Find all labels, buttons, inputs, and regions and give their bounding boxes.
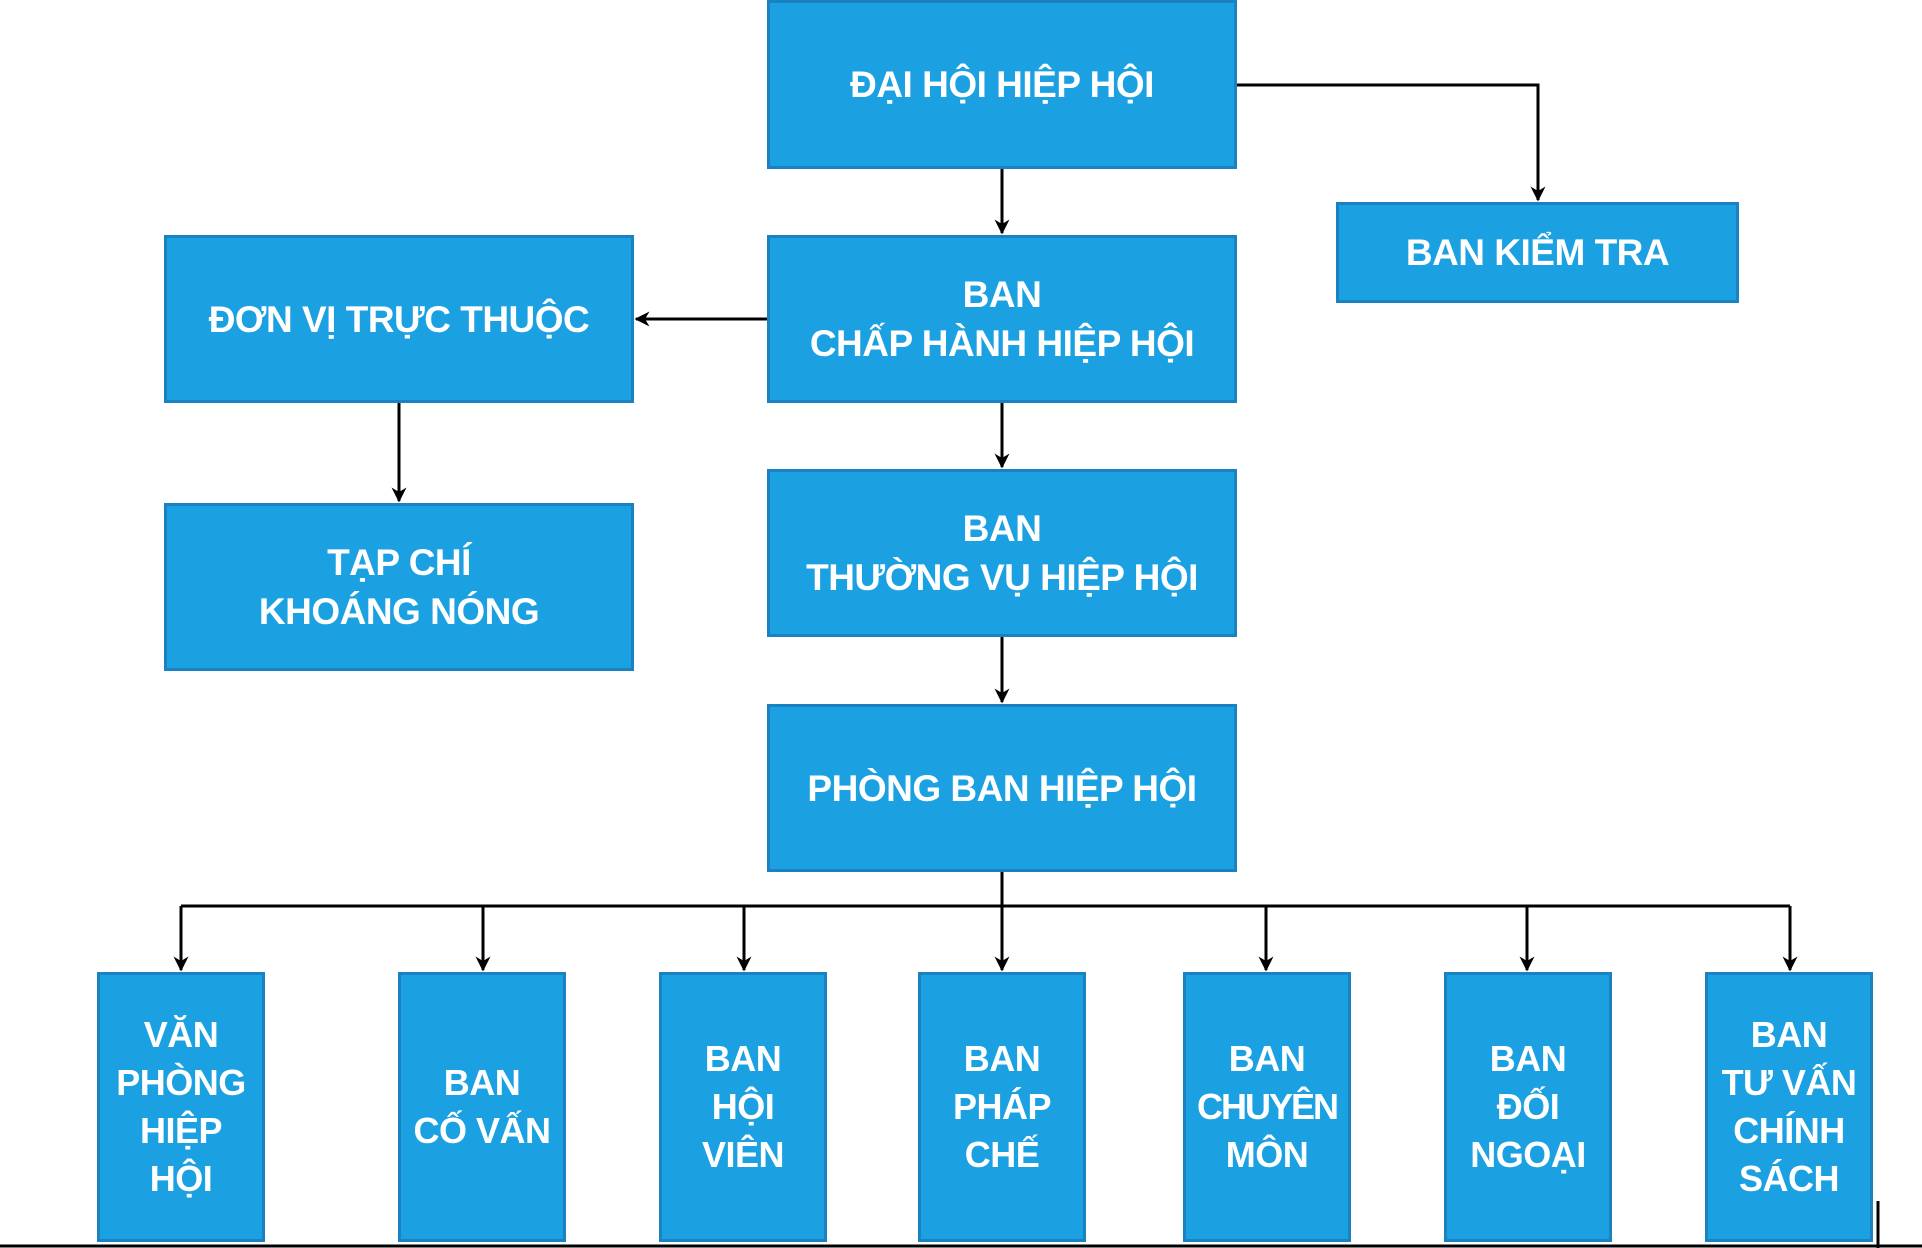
node-phong-ban: PHÒNG BAN HIỆP HỘI [767,704,1237,872]
node-label: VĂN [143,1014,219,1055]
node-label: HIỆP [139,1110,223,1151]
node-label: HỘI [711,1086,775,1127]
node-ban-doi-ngoai: BAN ĐỐI NGOẠI [1444,972,1612,1242]
node-don-vi-truc-thuoc: ĐƠN VỊ TRỰC THUỘC [164,235,634,403]
node-label: ĐỐI [1496,1086,1560,1127]
node-tap-chi: TẠP CHÍ KHOÁNG NÓNG [164,503,634,671]
node-label: BAN [443,1062,521,1103]
node-label: KHOÁNG NÓNG [258,591,540,632]
node-ban-chuyen-mon: BAN CHUYÊN MÔN [1183,972,1351,1242]
node-label: SÁCH [1738,1158,1840,1199]
node-label: BAN KIỂM TRA [1405,232,1670,273]
node-label: HỘI [149,1158,213,1199]
node-label: CỐ VẤN [413,1110,551,1151]
node-label: BAN [962,274,1042,315]
node-ban-tu-van-chinh-sach: BAN TƯ VẤN CHÍNH SÁCH [1705,972,1873,1242]
node-label: BAN [1228,1038,1306,1079]
node-label: PHÒNG [116,1062,246,1103]
node-label: BAN [704,1038,782,1079]
node-label: BAN [1750,1014,1828,1055]
node-label: ĐẠI HỘI HIỆP HỘI [850,64,1154,105]
node-label: PHÁP [952,1086,1052,1127]
node-label: NGOẠI [1470,1134,1586,1175]
node-label: CHUYÊN [1196,1086,1339,1127]
page-edge-line [0,1201,1922,1248]
node-label: TƯ VẤN [1721,1062,1857,1103]
node-label: VIÊN [701,1134,785,1175]
node-label: BAN [962,508,1042,549]
node-label: TẠP CHÍ [327,542,471,583]
node-ban-kiem-tra: BAN KIỂM TRA [1336,202,1739,303]
node-label: CHÍNH [1733,1110,1845,1151]
node-ban-chap-hanh: BAN CHẤP HÀNH HIỆP HỘI [767,235,1237,403]
node-label: CHẾ [964,1134,1040,1175]
node-label: BAN [1489,1038,1567,1079]
node-label: BAN [963,1038,1041,1079]
node-ban-hoi-vien: BAN HỘI VIÊN [659,972,827,1242]
node-dai-hoi: ĐẠI HỘI HIỆP HỘI [767,0,1237,169]
bus-line [181,872,1790,908]
node-label: THƯỜNG VỤ HIỆP HỘI [806,557,1198,598]
node-label: ĐƠN VỊ TRỰC THUỘC [208,298,590,340]
node-ban-phap-che: BAN PHÁP CHẾ [918,972,1086,1242]
node-label: MÔN [1225,1134,1309,1175]
arrow-daihoi-to-kiemtra [1237,83,1546,202]
node-van-phong: VĂN PHÒNG HIỆP HỘI [97,972,265,1242]
node-ban-co-van: BAN CỐ VẤN [398,972,566,1242]
node-ban-thuong-vu: BAN THƯỜNG VỤ HIỆP HỘI [767,469,1237,637]
node-label: CHẤP HÀNH HIỆP HỘI [809,323,1195,364]
node-label: PHÒNG BAN HIỆP HỘI [807,767,1197,809]
